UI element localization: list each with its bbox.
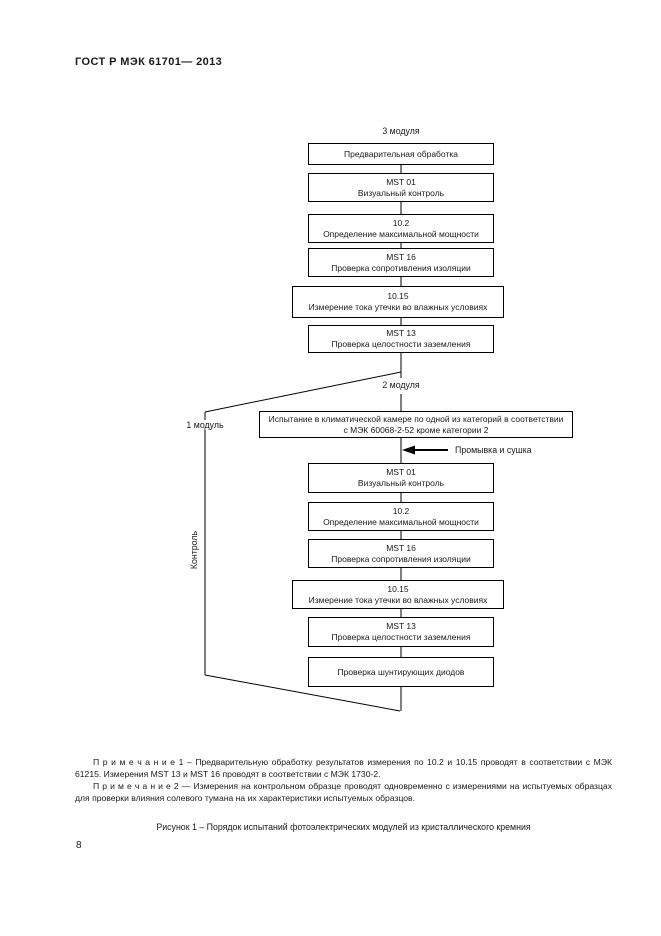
box-code: MST 13 [386, 621, 416, 632]
box-title-line1: Испытание в климатической камере по одно… [268, 413, 564, 424]
flow-box-mst13-bottom: MST 13 Проверка целостности заземления [308, 617, 494, 647]
notes-block: П р и м е ч а н и е 1 – Предварительную … [75, 757, 612, 806]
flow-box-mst01-bottom: MST 01 Визуальный контроль [308, 463, 494, 493]
box-title: Определение максимальной мощности [323, 516, 479, 527]
flow-box-mst16-top: MST 16 Проверка сопротивления изоляции [308, 248, 494, 277]
box-code: 10.15 [387, 291, 409, 302]
box-code: MST 16 [386, 251, 416, 262]
box-title: Определение максимальной мощности [323, 228, 479, 239]
box-title: Измерение тока утечки во влажных условия… [308, 302, 488, 312]
page-header: ГОСТ Р МЭК 61701— 2013 [75, 56, 223, 68]
flow-box-bypass-diodes: Проверка шунтирующих диодов [308, 657, 494, 687]
box-title: Измерение тока утечки во влажных условия… [308, 594, 488, 605]
label-1-module: 1 модуль [183, 420, 227, 430]
figure-caption: Рисунок 1 – Порядок испытаний фотоэлектр… [156, 822, 531, 832]
flow-box-10-2-bottom: 10.2 Определение максимальной мощности [308, 502, 494, 531]
box-title: Предварительная обработка [344, 148, 458, 159]
page-number: 8 [76, 840, 82, 851]
flow-box-10-2-top: 10.2 Определение максимальной мощности [308, 214, 494, 243]
wash-and-dry-label: Промывка и сушка [455, 445, 532, 455]
label-3-modules: 3 модуля [382, 126, 420, 136]
label-control-vertical: Контроль [189, 530, 199, 570]
box-title: Визуальный контроль [357, 478, 445, 488]
box-title: Проверка целостности заземления [331, 339, 471, 349]
box-title-line2: с МЭК 60068-2-52 кроме категории 2 [343, 424, 489, 435]
note-1: П р и м е ч а н и е 1 – Предварительную … [75, 757, 612, 779]
flow-box-mst13-top: MST 13 Проверка целостности заземления [308, 325, 494, 353]
box-title: Визуальный контроль [357, 187, 445, 198]
box-code: MST 01 [386, 176, 416, 187]
box-code: 10.2 [392, 505, 410, 516]
flow-box-mst16-bottom: MST 16 Проверка сопротивления изоляции [308, 539, 494, 568]
label-2-modules: 2 модуля [382, 380, 420, 390]
box-code: MST 16 [386, 542, 416, 553]
flow-box-pretreatment: Предварительная обработка [308, 143, 494, 165]
box-code: MST 01 [386, 467, 416, 478]
flow-box-10-15-bottom: 10.15 Измерение тока утечки во влажных у… [292, 580, 504, 609]
box-title: Проверка целостности заземления [331, 632, 471, 642]
box-title: Проверка сопротивления изоляции [331, 553, 471, 564]
box-code: 10.2 [392, 217, 410, 228]
box-code: MST 13 [386, 328, 416, 339]
wash-arrowhead-icon [402, 445, 415, 455]
flow-box-10-15-top: 10.15 Измерение тока утечки во влажных у… [292, 286, 504, 318]
flow-box-climate-chamber: Испытание в климатической камере по одно… [259, 411, 573, 438]
box-title: Проверка сопротивления изоляции [331, 262, 471, 273]
box-title: Проверка шунтирующих диодов [337, 666, 465, 677]
flow-box-mst01-top: MST 01 Визуальный контроль [308, 173, 494, 202]
box-code: 10.15 [387, 583, 409, 594]
note-2: П р и м е ч а н и е 2 — Измерения на кон… [75, 781, 612, 804]
